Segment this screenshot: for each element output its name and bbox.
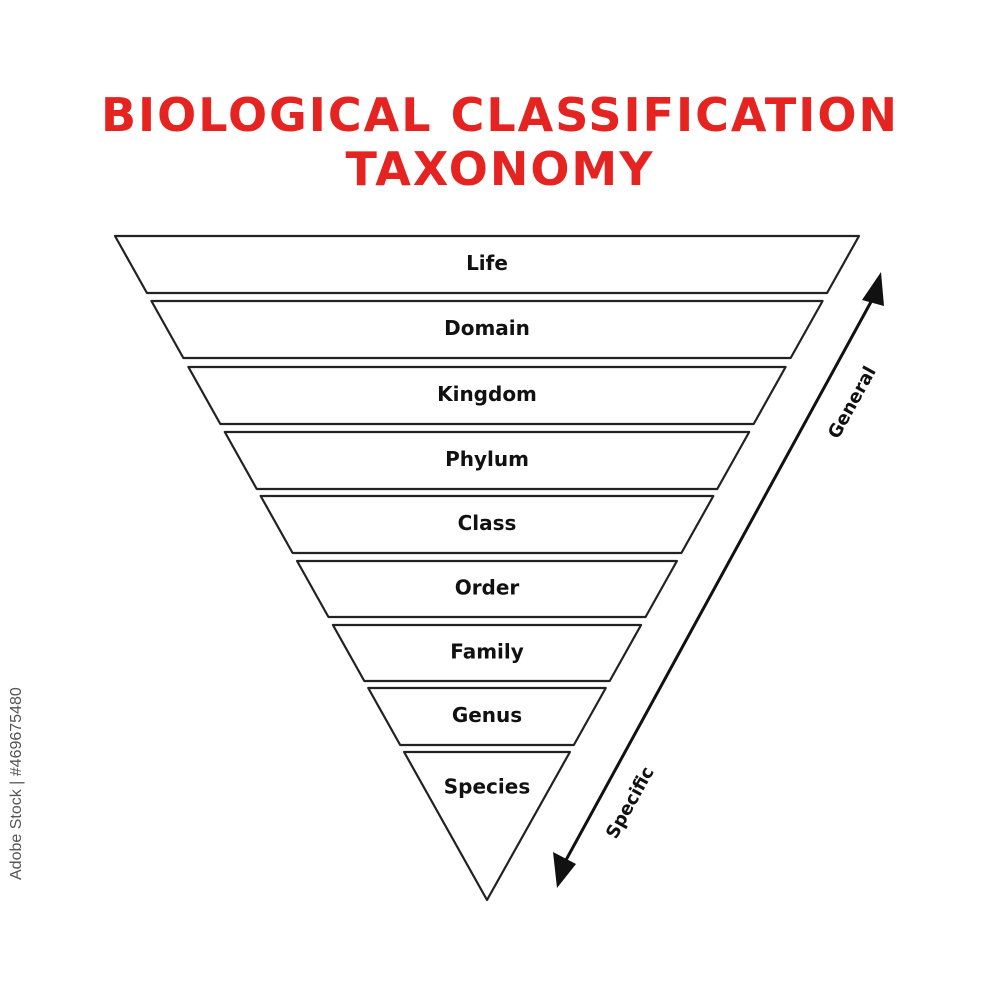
pyramid-band-kingdom: [187, 365, 787, 426]
pyramid-band-order: [295, 559, 679, 619]
title-line-1: BIOLOGICAL CLASSIFICATION: [100, 88, 900, 142]
band-label-species: Species: [444, 775, 530, 799]
arrow-head-down: [553, 852, 576, 888]
band-label-domain: Domain: [444, 316, 530, 340]
pyramid-band-species: [402, 750, 572, 902]
arrow-shaft: [564, 299, 874, 861]
pyramid-band-class: [259, 494, 715, 555]
specific-label: Specific: [602, 763, 659, 842]
pyramid-band-life: [113, 234, 861, 295]
pyramid-band-domain: [150, 299, 824, 360]
title-line-2: TAXONOMY: [345, 142, 655, 196]
band-label-life: Life: [466, 251, 508, 275]
pyramid-band-phylum: [223, 430, 751, 491]
pyramid-band-family: [331, 623, 643, 683]
stock-watermark-id: Adobe Stock | #469675480: [8, 687, 25, 880]
band-label-class: Class: [458, 511, 517, 535]
pyramid-bands: LifeDomainKingdomPhylumClassOrderFamilyG…: [113, 234, 861, 902]
band-label-order: Order: [455, 576, 520, 600]
band-label-phylum: Phylum: [445, 447, 529, 471]
band-label-family: Family: [450, 640, 524, 664]
arrow-head-up: [862, 272, 884, 306]
pyramid-band-genus: [367, 686, 607, 747]
band-label-kingdom: Kingdom: [437, 382, 537, 406]
band-label-genus: Genus: [452, 703, 522, 727]
general-specific-arrow: [553, 272, 884, 888]
